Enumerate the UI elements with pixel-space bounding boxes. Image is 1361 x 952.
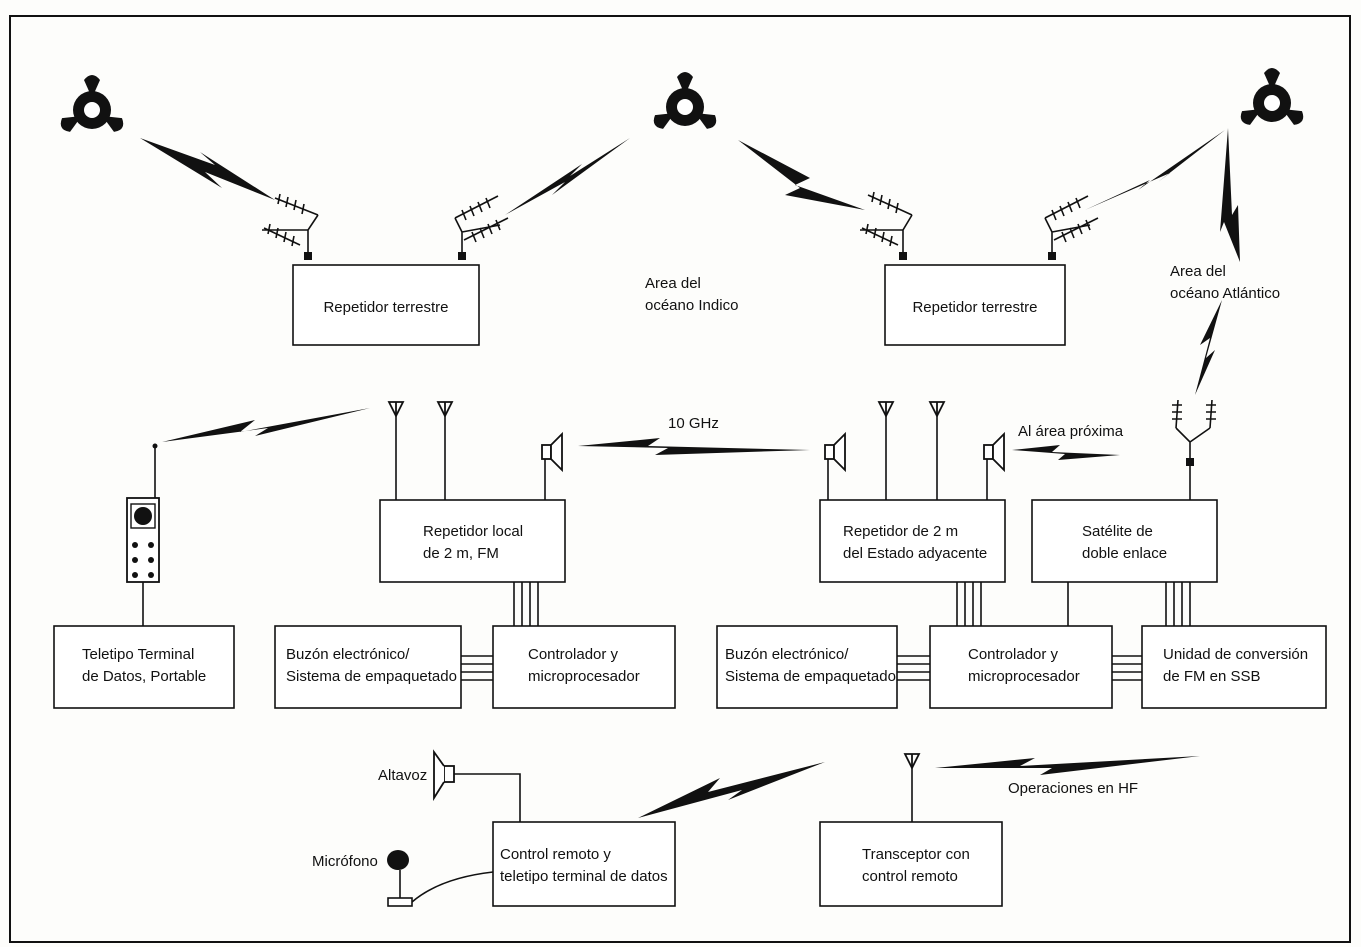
next-area-label: Al área próxima <box>1018 423 1124 440</box>
radio-link-center-right <box>738 140 865 210</box>
speaker-icon <box>433 749 455 802</box>
controller-left-label-1: Controlador y <box>528 646 619 663</box>
adjacent-repeater-label-2: del Estado adyacente <box>843 545 987 562</box>
mailbox-left-label-2: Sistema de empaquetado <box>286 668 457 685</box>
hf-operations-label: Operaciones en HF <box>1008 780 1138 797</box>
local-repeater-antenna-2-icon <box>437 401 453 417</box>
radio-link-center-left <box>505 138 630 215</box>
remote-control-label-1: Control remoto y <box>500 846 611 863</box>
outer-frame <box>9 15 1351 943</box>
remote-control-box <box>492 821 676 907</box>
adjacent-repeater-box <box>819 499 1006 583</box>
radio-link-left <box>140 138 275 200</box>
radio-link-right <box>1085 130 1225 210</box>
portable-teletype-icon <box>126 443 160 626</box>
transceiver-label-2: control remoto <box>862 868 958 885</box>
transceiver-box <box>819 821 1003 907</box>
radio-link-10ghz <box>578 438 810 455</box>
radio-link-hf-left <box>638 762 825 818</box>
microphone-icon <box>387 850 413 907</box>
adjacent-repeater-label-1: Repetidor de 2 m <box>843 523 958 540</box>
yagi-antenna-left-2 <box>454 195 509 260</box>
converter-label-2: de FM en SSB <box>1163 668 1261 685</box>
controller-right-label-2: microprocesador <box>968 668 1080 685</box>
adjacent-repeater-antenna-1-icon <box>878 401 894 417</box>
mailbox-left-label-1: Buzón electrónico/ <box>286 646 410 663</box>
controller-right-label-1: Controlador y <box>968 646 1059 663</box>
yagi-antenna-right-1 <box>860 191 913 260</box>
satellite-box <box>1031 499 1218 583</box>
bus-mailbox-left-controller <box>461 655 493 681</box>
satellite-link-yagi-icon <box>1172 399 1216 500</box>
bus-mailbox-right-controller <box>897 655 930 681</box>
bus-satellite-converter <box>1165 582 1191 626</box>
mailbox-right-label-1: Buzón electrónico/ <box>725 646 849 663</box>
converter-label-1: Unidad de conversión <box>1163 646 1308 663</box>
atlantic-ocean-label-1: Area del <box>1170 263 1226 280</box>
satellite-label-1: Satélite de <box>1082 523 1153 540</box>
microphone-wire <box>411 871 494 903</box>
radio-link-hf-right <box>935 756 1200 775</box>
radio-link-next-area <box>1012 445 1120 460</box>
bus-controller-converter <box>1112 655 1142 681</box>
yagi-antenna-left-1 <box>262 193 319 260</box>
controller-right-box <box>929 625 1113 709</box>
controller-left-box <box>492 625 676 709</box>
indian-ocean-label-1: Area del <box>645 275 701 292</box>
remote-control-label-2: teletipo terminal de datos <box>500 868 668 885</box>
hf-antenna-icon <box>904 753 920 769</box>
satellite-center-icon <box>650 72 720 132</box>
radio-link-atlantic-upper <box>1220 128 1240 262</box>
yagi-antenna-right-2 <box>1044 195 1099 260</box>
satellite-label-2: doble enlace <box>1082 545 1167 562</box>
ground-repeater-right-label: Repetidor terrestre <box>912 299 1037 316</box>
ground-repeater-right-box <box>884 264 1066 346</box>
mailbox-left-box <box>274 625 462 709</box>
radio-link-atlantic-lower <box>1195 300 1222 395</box>
local-repeater-box <box>379 499 566 583</box>
indian-ocean-label-2: océano Indico <box>645 297 738 314</box>
local-repeater-antenna-1-icon <box>388 401 404 417</box>
teletype-label-1: Teletipo Terminal <box>82 646 194 663</box>
bus-adjacent-repeater-controller <box>956 582 982 626</box>
adjacent-repeater-antenna-2-icon <box>929 401 945 417</box>
microphone-label: Micrófono <box>312 853 378 870</box>
radio-link-teletype <box>162 408 370 442</box>
teletype-box <box>53 625 235 709</box>
atlantic-ocean-label-2: océano Atlántico <box>1170 285 1280 302</box>
satellite-left-icon <box>57 75 127 135</box>
speaker-wire <box>454 773 521 822</box>
local-repeater-label-2: de 2 m, FM <box>423 545 499 562</box>
speaker-label: Altavoz <box>378 767 427 784</box>
controller-left-label-2: microprocesador <box>528 668 640 685</box>
local-repeater-label-1: Repetidor local <box>423 523 523 540</box>
satellite-right-icon <box>1237 68 1307 128</box>
transceiver-label-1: Transceptor con <box>862 846 970 863</box>
ground-repeater-left-box <box>292 264 480 346</box>
link-10ghz-label: 10 GHz <box>668 415 719 432</box>
converter-box <box>1141 625 1327 709</box>
bus-local-repeater-controller <box>513 582 539 626</box>
mailbox-right-box <box>716 625 898 709</box>
ground-repeater-left-label: Repetidor terrestre <box>323 299 448 316</box>
teletype-label-2: de Datos, Portable <box>82 668 206 685</box>
mailbox-right-label-2: Sistema de empaquetado <box>725 668 896 685</box>
